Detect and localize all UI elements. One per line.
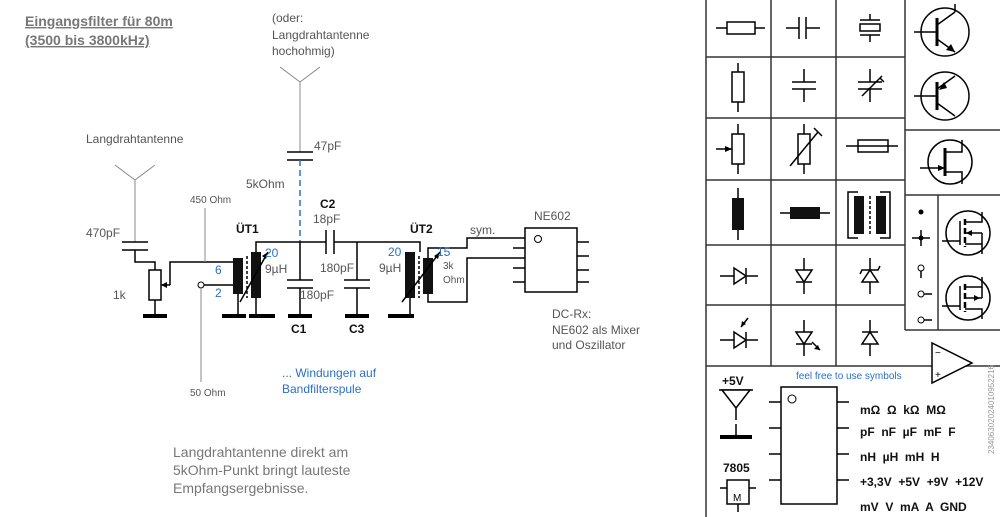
filled-resistor-h-icon: [780, 207, 830, 219]
pnp-transistor-icon: [914, 71, 970, 121]
windings-line1: ... Windungen auf: [282, 366, 377, 380]
ne602-label: NE602: [534, 209, 571, 223]
diode-v-icon: [794, 258, 814, 294]
r-5k-label: 5kOhm: [246, 177, 285, 191]
transformer-ut1: [222, 251, 275, 318]
mosfet-p-icon: [942, 275, 991, 321]
antenna-label: Langdrahtantenne: [86, 132, 184, 146]
zener-diode-icon: [859, 258, 881, 294]
dcrx-line3: und Oszillator: [552, 338, 625, 352]
led-icon: [794, 320, 821, 356]
capacitor-c1: [287, 279, 313, 318]
alt-antenna-line3: hochohmig): [272, 44, 335, 58]
capacitor-470pf: [122, 241, 156, 270]
winding-20b-label: 20: [388, 245, 402, 259]
pot-1k-label: 1k: [113, 288, 127, 302]
c3-value: 180pF: [320, 261, 354, 275]
test-point-50ohm: [197, 281, 205, 289]
ohm-label: Ohm: [443, 275, 465, 286]
note-line3: Empfangsergebnisse.: [173, 480, 308, 496]
units-line1: mΩ Ω kΩ MΩ: [860, 403, 946, 417]
c2-label: C2: [320, 197, 336, 211]
npn-transistor-icon: [914, 4, 970, 57]
title-line1: Eingangsfilter für 80m: [25, 13, 173, 29]
ne602-chip: [513, 227, 589, 293]
ut1-label: ÜT1: [236, 221, 259, 236]
units-line2: pF nF µF mF F: [860, 425, 956, 439]
c3-label: C3: [349, 322, 365, 336]
transformer-ut2: [388, 237, 525, 318]
diode-h-icon: [720, 266, 758, 286]
resistor-v-icon: [731, 63, 745, 112]
dcrx-line1: DC-Rx:: [552, 307, 591, 321]
vertical-id-text: 23406302024010952216: [987, 364, 996, 454]
c1-label: C1: [291, 322, 307, 336]
variable-capacitor-icon: [858, 69, 885, 102]
windings-line2: Bandfilterspule: [282, 382, 362, 396]
ohm50-label: 50 Ohm: [190, 388, 226, 399]
capacitor-v-icon: [792, 69, 816, 102]
l1-label: 9µH: [265, 262, 287, 276]
note-line2: 5kOhm-Punkt bringt lauteste: [173, 462, 351, 478]
jfet-icon: [920, 139, 973, 185]
diode-up-icon: [860, 320, 880, 356]
ut2-label: ÜT2: [410, 221, 433, 236]
supply-symbol-icon: [719, 389, 753, 420]
c1-value: 180pF: [300, 288, 334, 302]
junction-dots-icon: [912, 209, 932, 324]
top-rail: [255, 241, 326, 280]
tap-2-label: 2: [215, 286, 222, 300]
title-line2: (3500 bis 3800kHz): [25, 32, 150, 48]
potentiometer-1k: [143, 261, 233, 318]
note-line1: Langdrahtantenne direkt am: [173, 444, 348, 460]
c-470pf-label: 470pF: [86, 226, 120, 240]
plus5v-label: +5V: [722, 374, 744, 388]
c2-value: 18pF: [313, 212, 340, 226]
tap-6-label: 6: [215, 263, 222, 277]
svg-text:−: −: [935, 348, 941, 359]
potentiometer-icon: [716, 124, 745, 174]
regulator-icon: [720, 479, 756, 512]
ground-icon: [720, 424, 752, 439]
r-3k-label: 3k: [443, 261, 455, 272]
l2-label: 9µH: [379, 261, 401, 275]
mosfet-n-icon: [942, 210, 991, 256]
capacitor-c2: [325, 230, 421, 280]
alt-antenna-line1: (oder:: [272, 11, 303, 25]
c-47pf-label: 47pF: [314, 139, 341, 153]
svg-text:+: +: [935, 370, 941, 381]
capacitor-icon: [786, 17, 820, 39]
crystal-icon: [859, 14, 881, 42]
filled-resistor-v-icon: [732, 188, 744, 240]
transformer-icon: [847, 191, 891, 239]
photodiode-icon: [720, 317, 758, 350]
reg-m-label: M: [733, 493, 741, 504]
units-line4: +3,3V +5V +9V +12V: [860, 475, 983, 489]
trimmer-icon: [789, 124, 823, 174]
antenna-symbol: [114, 164, 156, 242]
capacitor-c3: [344, 279, 370, 318]
winding-15-label: 15: [437, 245, 451, 259]
dcrx-line2: NE602 als Mixer: [552, 323, 640, 337]
units-line3: nH µH mH H: [860, 450, 940, 464]
alt-antenna-line2: Langdrahtantenne: [272, 28, 370, 42]
resistor-h-icon: [716, 21, 765, 35]
fuse-icon: [846, 139, 898, 153]
ohm450-label: 450 Ohm: [190, 195, 231, 206]
sym-label: sym.: [470, 223, 495, 237]
opamp-icon: − +: [931, 341, 974, 385]
alt-antenna-symbol: [279, 66, 321, 152]
units-line5: mV V mA A GND: [860, 500, 967, 514]
feel-free-text: feel free to use symbols: [796, 371, 902, 382]
ic-icon: [769, 386, 849, 505]
reg-label: 7805: [723, 461, 750, 475]
capacitor-47pf: [287, 151, 313, 161]
winding-20a-label: 20: [265, 246, 279, 260]
